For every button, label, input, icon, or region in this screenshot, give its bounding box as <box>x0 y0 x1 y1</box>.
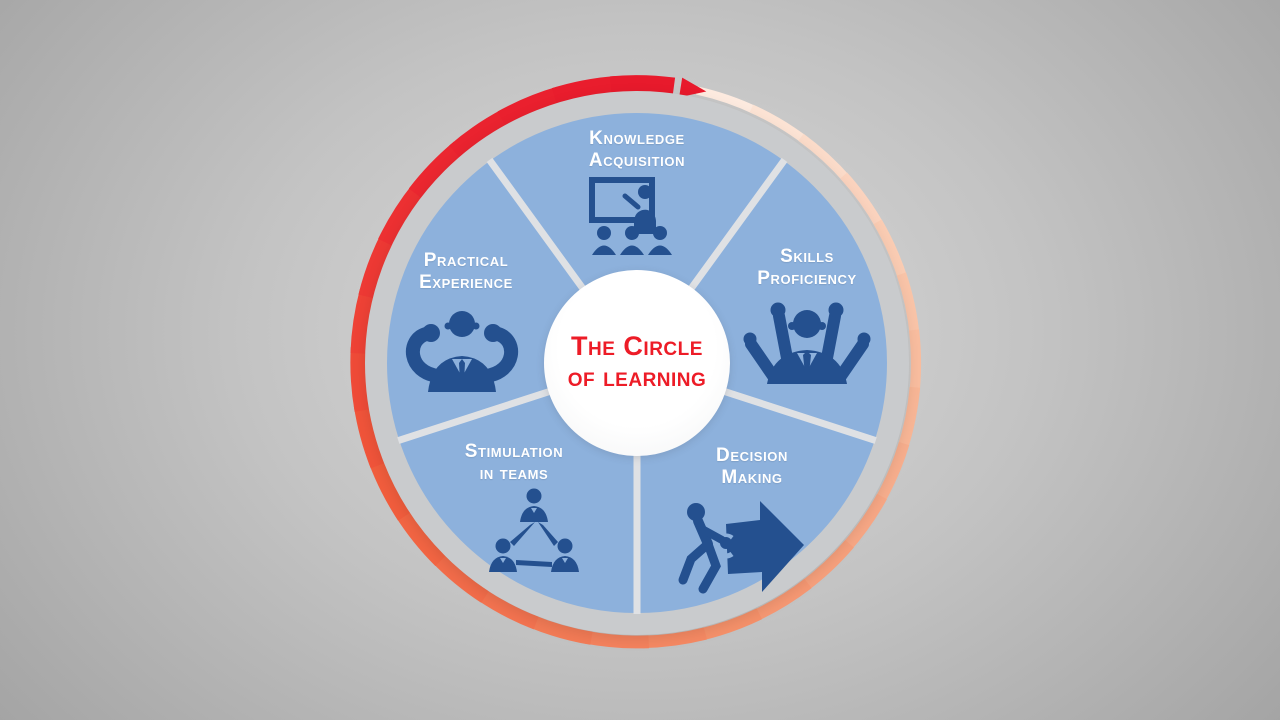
segment-decision-making-label: Decision Making <box>716 445 788 488</box>
multitasking-person-icon <box>743 296 871 384</box>
segment-skills-proficiency-label: Skills Proficiency <box>757 246 857 289</box>
segment-stimulation-in-teams-label: Stimulation in teams <box>464 441 564 484</box>
presenter-whiteboard-icon <box>588 177 688 255</box>
flexed-arms-person-icon <box>398 302 526 392</box>
segment-practical-experience-label: Practical Experience <box>419 250 513 293</box>
title-line-2: of learning <box>567 362 707 392</box>
runner-pushing-arrow-icon <box>676 492 808 602</box>
team-network-icon <box>487 484 581 578</box>
center-circle <box>544 270 730 456</box>
segment-knowledge-acquisition-label: Knowledge Acquisition <box>588 128 686 171</box>
diagram-title: The Circle of learning <box>517 331 757 393</box>
title-line-1: The Circle <box>571 331 703 361</box>
